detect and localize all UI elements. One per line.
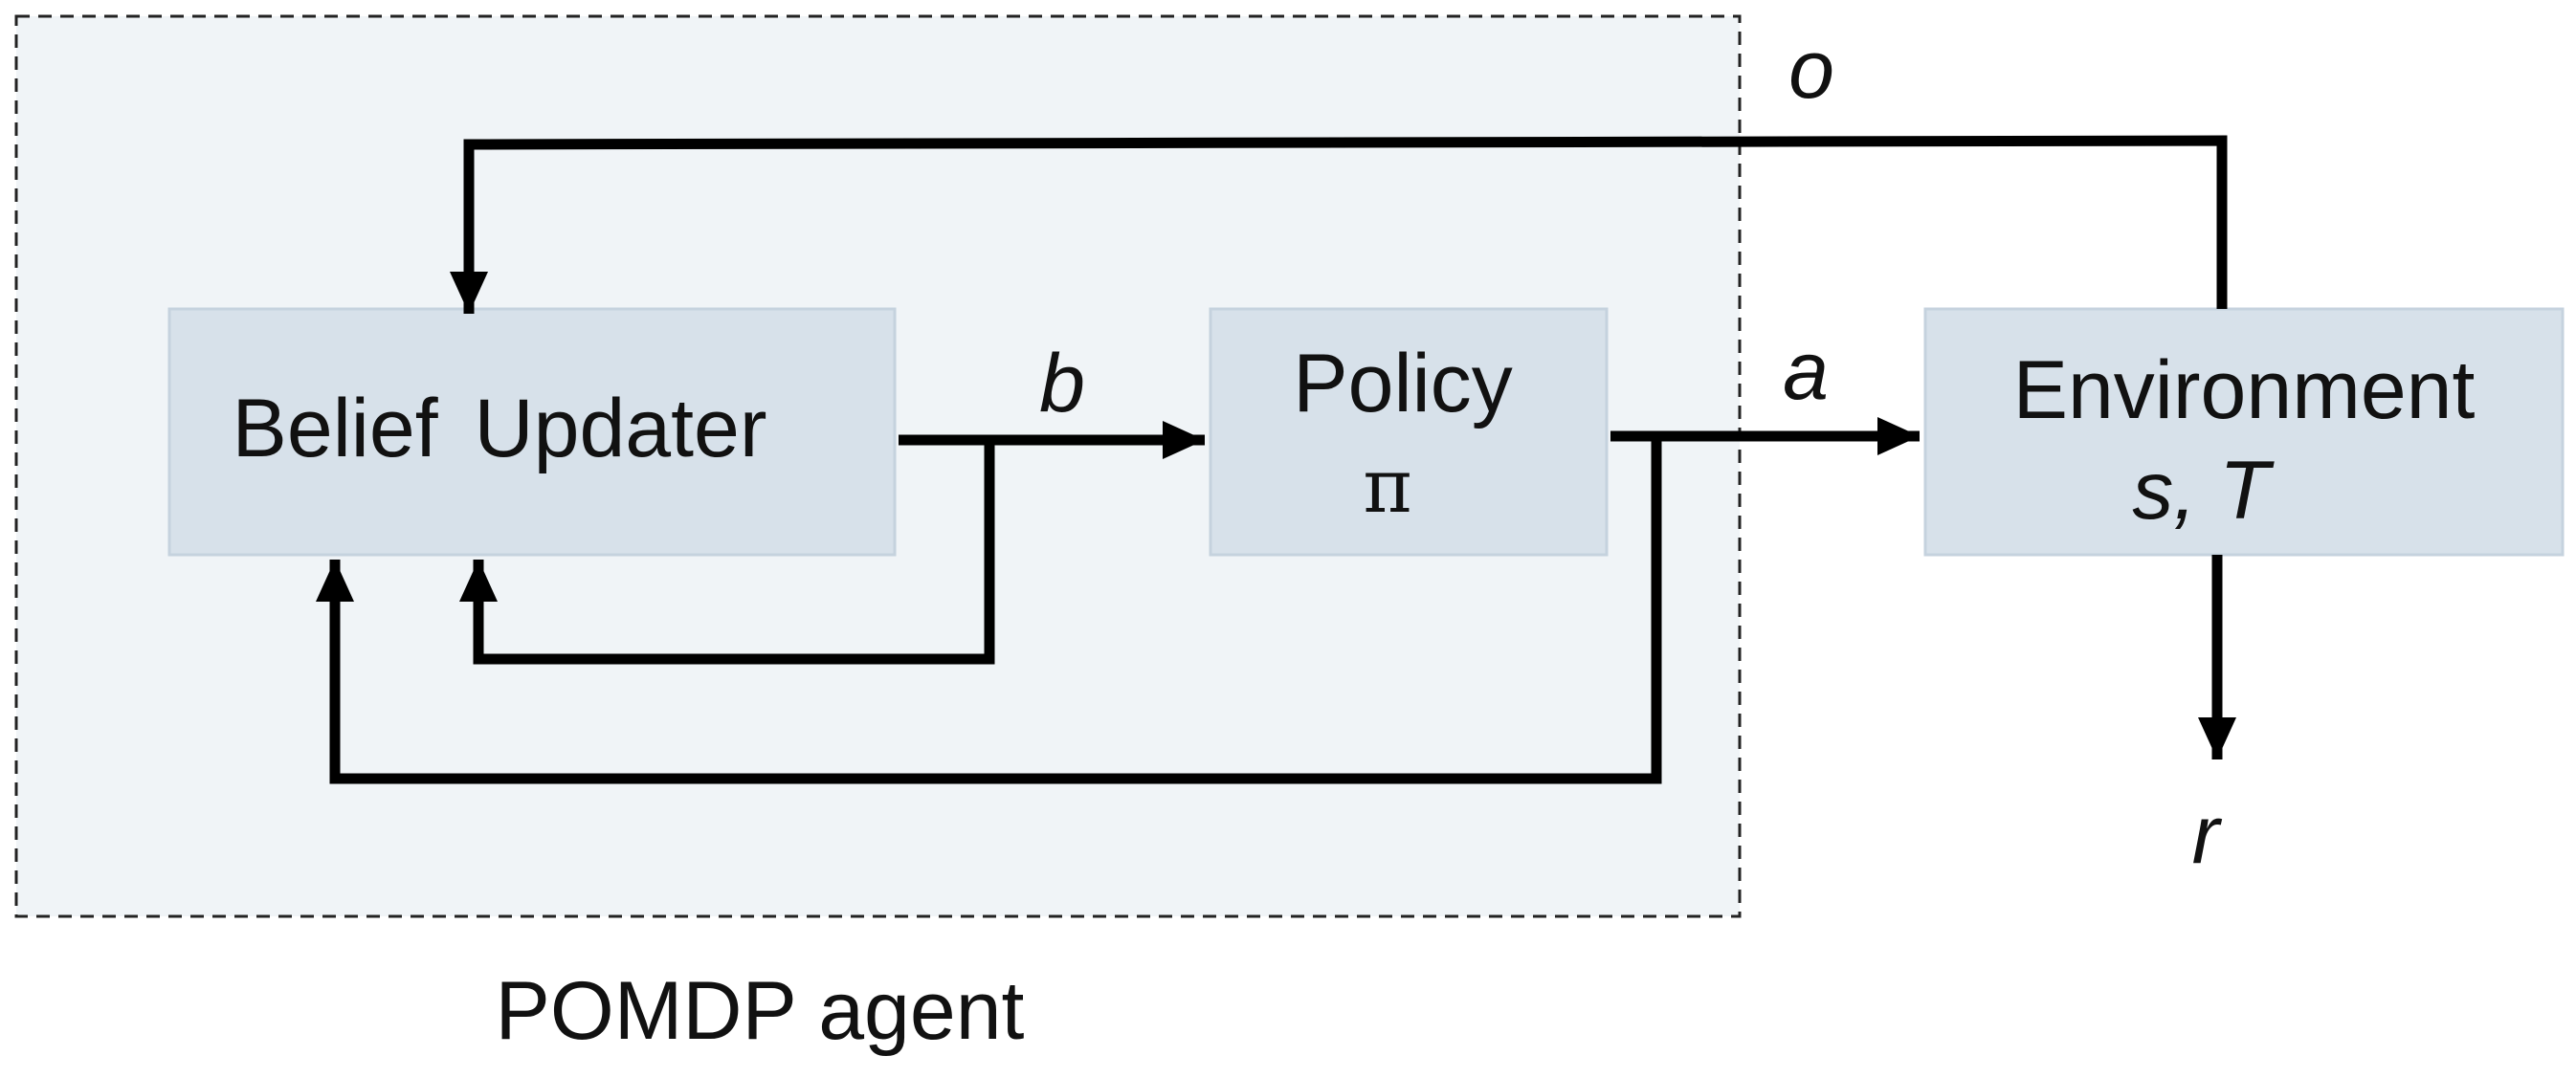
environment-symbol: s, T bbox=[2132, 445, 2275, 537]
reward-label: r bbox=[2192, 789, 2223, 881]
action-label: a bbox=[1783, 325, 1829, 417]
policy-box: Policy π bbox=[1209, 307, 1609, 557]
policy-label: Policy bbox=[1293, 338, 1512, 429]
environment-label: Environment bbox=[2013, 344, 2476, 436]
belief-feedback-arrow bbox=[459, 440, 995, 665]
policy-symbol: π bbox=[1363, 444, 1411, 530]
belief-updater-box: Belief Updater bbox=[167, 307, 897, 557]
environment-box: Environment s, T bbox=[1923, 307, 2565, 557]
action-feedback-arrow bbox=[316, 436, 1662, 784]
observation-label: o bbox=[1788, 24, 1834, 116]
arrows bbox=[316, 135, 2236, 784]
belief-updater-label: Belief Updater bbox=[233, 383, 767, 474]
observation-arrow bbox=[450, 135, 2228, 314]
belief-label: b bbox=[1039, 338, 1085, 429]
pomdp-agent-label: POMDP agent bbox=[496, 965, 1025, 1057]
